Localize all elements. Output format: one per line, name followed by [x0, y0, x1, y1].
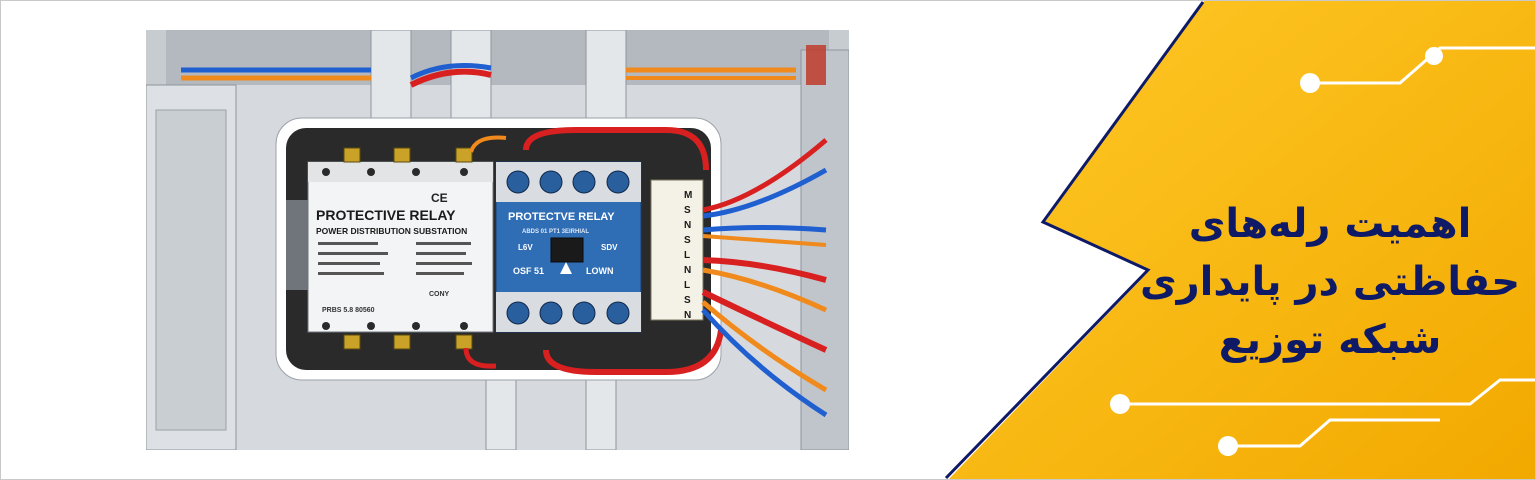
- blue-relay-sdv: SDV: [601, 243, 618, 252]
- terminal-label: S: [684, 295, 691, 306]
- white-relay-title: PROTECTIVE RELAY: [316, 207, 456, 223]
- blue-relay-title: PROTECTVE RELAY: [508, 211, 615, 223]
- terminal-label: L: [684, 280, 690, 291]
- headline: اهمیت رله‌های حفاظتی در پایداری شبکه توز…: [1120, 195, 1536, 395]
- terminal-label: S: [684, 205, 691, 216]
- headline-line-3: شبکه توزیع: [1218, 317, 1442, 363]
- white-relay-subtitle: POWER DISTRIBUTION SUBSTATION: [316, 226, 467, 236]
- terminal-label: N: [684, 220, 691, 231]
- blue-relay-top-text: ABDS 01 PT1 3EIRHIAL: [522, 229, 589, 235]
- blue-relay-left-text: OSF 51: [513, 266, 544, 276]
- white-relay-conv: CONY: [429, 291, 450, 298]
- terminal-label: N: [684, 265, 691, 276]
- relay-panel-illustration: CE PROTECTIVE RELAY POWER DISTRIBUTION S…: [146, 30, 849, 450]
- terminal-label: N: [684, 310, 691, 321]
- blue-relay-volt: L6V: [518, 243, 533, 252]
- ce-mark: CE: [431, 191, 448, 205]
- terminal-label: M: [684, 190, 692, 201]
- terminal-label: S: [684, 235, 691, 246]
- terminal-label: L: [684, 250, 690, 261]
- headline-line-1: اهمیت رله‌های: [1188, 201, 1472, 247]
- white-relay-footer: PRBS 5.8 80560: [322, 307, 375, 314]
- blue-relay-right-text: LOWN: [586, 266, 614, 276]
- headline-line-2: حفاظتی در پایداری: [1139, 259, 1521, 305]
